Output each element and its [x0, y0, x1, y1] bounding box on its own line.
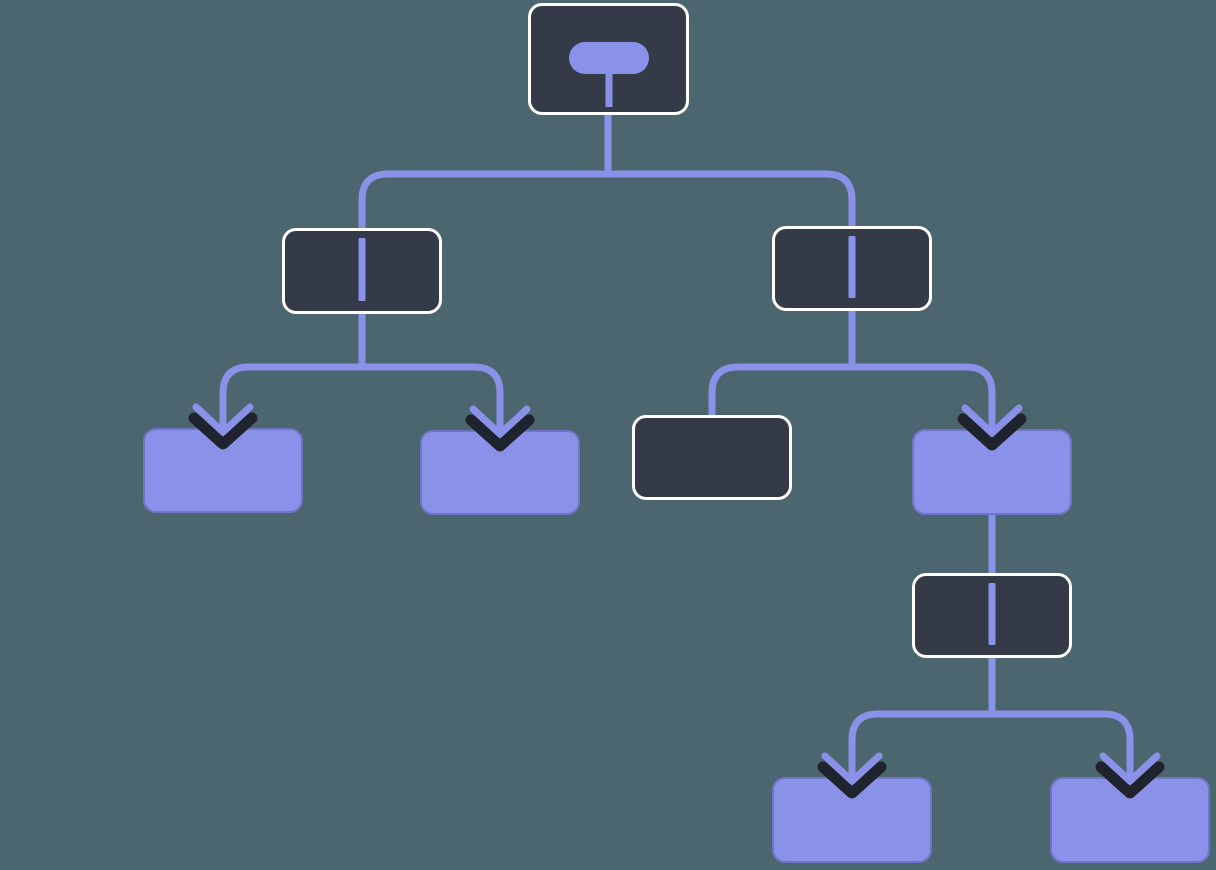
pass-through-line-icon [358, 238, 366, 301]
pass-through-line-icon [988, 583, 996, 645]
node-root[interactable] [528, 3, 689, 115]
node-branch-right[interactable] [772, 226, 932, 311]
pass-through-line-icon [848, 236, 856, 298]
node-branch-lower[interactable] [912, 573, 1072, 658]
node-action-5[interactable] [1050, 777, 1210, 863]
node-action-3[interactable] [912, 429, 1072, 515]
connector-split-root [358, 114, 856, 229]
node-action-2[interactable] [420, 430, 580, 515]
connector-split-branch-right [708, 310, 996, 433]
node-branch-left[interactable] [282, 228, 442, 314]
node-step-dark[interactable] [632, 415, 792, 500]
connector-split-branch-left [219, 313, 504, 434]
connector-split-branch-lower [848, 657, 1134, 781]
node-action-1[interactable] [143, 428, 303, 513]
root-pill-icon [568, 42, 649, 74]
node-action-4[interactable] [772, 777, 932, 863]
root-pill-stem-icon [605, 72, 612, 107]
